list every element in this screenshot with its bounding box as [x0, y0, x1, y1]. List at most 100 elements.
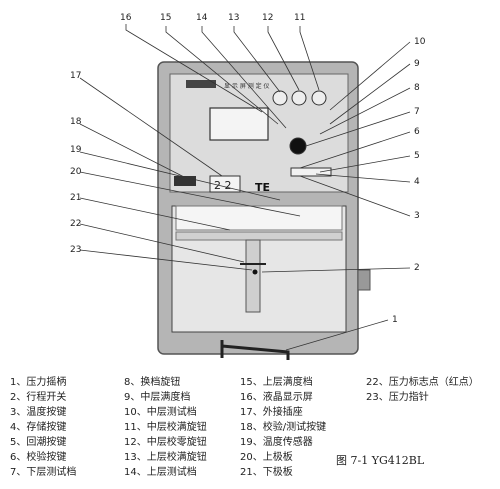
knob-12 [291, 90, 307, 106]
part-number-14: 14 [196, 13, 208, 23]
side-label [174, 176, 196, 186]
leader-lines [79, 24, 411, 351]
panel-title: 显 示 屏 测 定 仪 [224, 82, 270, 90]
leader-23 [79, 249, 253, 271]
socket-display [209, 175, 241, 193]
side-handle [357, 269, 371, 291]
legend-item-10: 10、中层测试档 [124, 406, 197, 419]
legend-item-12: 12、中层校零旋钮 [124, 436, 207, 449]
legend-num: 11、 [124, 422, 147, 433]
leader-15 [165, 26, 279, 125]
legend-num: 5、 [10, 437, 27, 448]
parts-legend: 1、压力摇柄 2、行程开关 3、温度按键 4、存储按键 5、回潮按键 6、校验按… [0, 372, 500, 489]
leader-18 [79, 123, 191, 181]
brand-text: TE [255, 181, 270, 194]
part-number-15: 15 [160, 13, 171, 23]
legend-item-23: 23、压力指针 [366, 391, 429, 404]
legend-item-21: 21、下极板 [240, 466, 293, 479]
legend-num: 1、 [10, 377, 27, 388]
legend-num: 10、 [124, 407, 147, 418]
legend-num: 13、 [124, 452, 147, 463]
legend-text: 回潮按键 [26, 437, 67, 448]
legend-num: 16、 [240, 392, 263, 403]
part-number-22: 22 [70, 219, 81, 229]
part-number-6: 6 [414, 127, 420, 137]
legend-item-1: 1、压力摇柄 [10, 376, 66, 389]
legend-num: 20、 [240, 452, 263, 463]
panel-title-plate [186, 80, 216, 88]
legend-num: 15、 [240, 377, 263, 388]
legend-item-4: 4、存储按键 [10, 421, 66, 434]
leader-1 [285, 319, 389, 351]
legend-text: 存储按键 [26, 422, 67, 433]
legend-item-3: 3、温度按键 [10, 406, 66, 419]
leader-3 [299, 175, 411, 217]
legend-item-15: 15、上层满度档 [240, 376, 313, 389]
legend-text: 上层满度档 [262, 377, 313, 388]
knob-13 [272, 90, 288, 106]
legend-text: 行程开关 [26, 392, 67, 403]
part-number-3: 3 [414, 211, 420, 221]
legend-item-16: 16、液晶显示屏 [240, 391, 313, 404]
legend-num: 19、 [240, 437, 263, 448]
legend-num: 7、 [10, 467, 27, 478]
legend-item-5: 5、回潮按键 [10, 436, 66, 449]
legend-item-7: 7、下层测试档 [10, 466, 76, 479]
legend-num: 12、 [124, 437, 147, 448]
pressure-mark [252, 269, 258, 275]
pressure-crank [220, 340, 290, 360]
legend-text: 压力摇柄 [26, 377, 67, 388]
range-switch-knob [289, 137, 307, 155]
legend-item-2: 2、行程开关 [10, 391, 66, 404]
part-number-10: 10 [414, 37, 426, 47]
part-number-16: 16 [120, 13, 132, 23]
leader-14 [201, 26, 287, 129]
instrument-figure: 显 示 屏 测 定 仪 2 2 TE [70, 13, 426, 360]
legend-item-18: 18、校验/测试按键 [240, 421, 326, 434]
legend-text: 下层测试档 [26, 467, 77, 478]
socket-display-label: 2 2 [214, 179, 232, 192]
legend-text: 中层校满旋钮 [146, 422, 207, 433]
part-number-18: 18 [70, 117, 82, 127]
legend-text: 下极板 [262, 467, 293, 478]
upper-plate [175, 205, 343, 231]
part-number-19: 19 [70, 145, 82, 155]
legend-item-11: 11、中层校满旋钮 [124, 421, 207, 434]
leader-2 [261, 267, 411, 273]
legend-item-6: 6、校验按键 [10, 451, 66, 464]
part-number-17: 17 [70, 71, 81, 81]
legend-text: 中层满度档 [140, 392, 191, 403]
part-number-23: 23 [70, 245, 81, 255]
legend-text: 中层校零旋钮 [146, 437, 207, 448]
part-number-7: 7 [414, 107, 420, 117]
legend-text: 上层测试档 [146, 467, 197, 478]
leader-21 [79, 197, 231, 231]
legend-item-20: 20、上极板 [240, 451, 293, 464]
part-number-11: 11 [294, 13, 305, 23]
legend-item-14: 14、上层测试档 [124, 466, 197, 479]
part-number-4: 4 [414, 177, 420, 187]
part-number-2: 2 [414, 263, 420, 273]
leader-19 [79, 151, 281, 201]
legend-text: 液晶显示屏 [262, 392, 313, 403]
leader-7 [305, 111, 411, 147]
figure-caption: 图 7-1 YG412BL [336, 454, 425, 467]
legend-num: 6、 [10, 452, 27, 463]
legend-num: 2、 [10, 392, 27, 403]
lower-plate [175, 231, 343, 241]
part-number-8: 8 [414, 83, 420, 93]
legend-text: 上层校满旋钮 [146, 452, 207, 463]
legend-num: 4、 [10, 422, 27, 433]
legend-item-13: 13、上层校满旋钮 [124, 451, 207, 464]
legend-num: 9、 [124, 392, 141, 403]
leader-20 [79, 171, 301, 217]
leader-8 [319, 87, 411, 135]
part-number-21: 21 [70, 193, 81, 203]
legend-text: 换档旋钮 [140, 377, 181, 388]
knob-11 [311, 90, 327, 106]
part-number-9: 9 [414, 59, 420, 69]
part-number-1: 1 [392, 315, 398, 325]
lcd-screen [209, 107, 269, 141]
legend-text: 温度传感器 [262, 437, 313, 448]
legend-num: 8、 [124, 377, 141, 388]
